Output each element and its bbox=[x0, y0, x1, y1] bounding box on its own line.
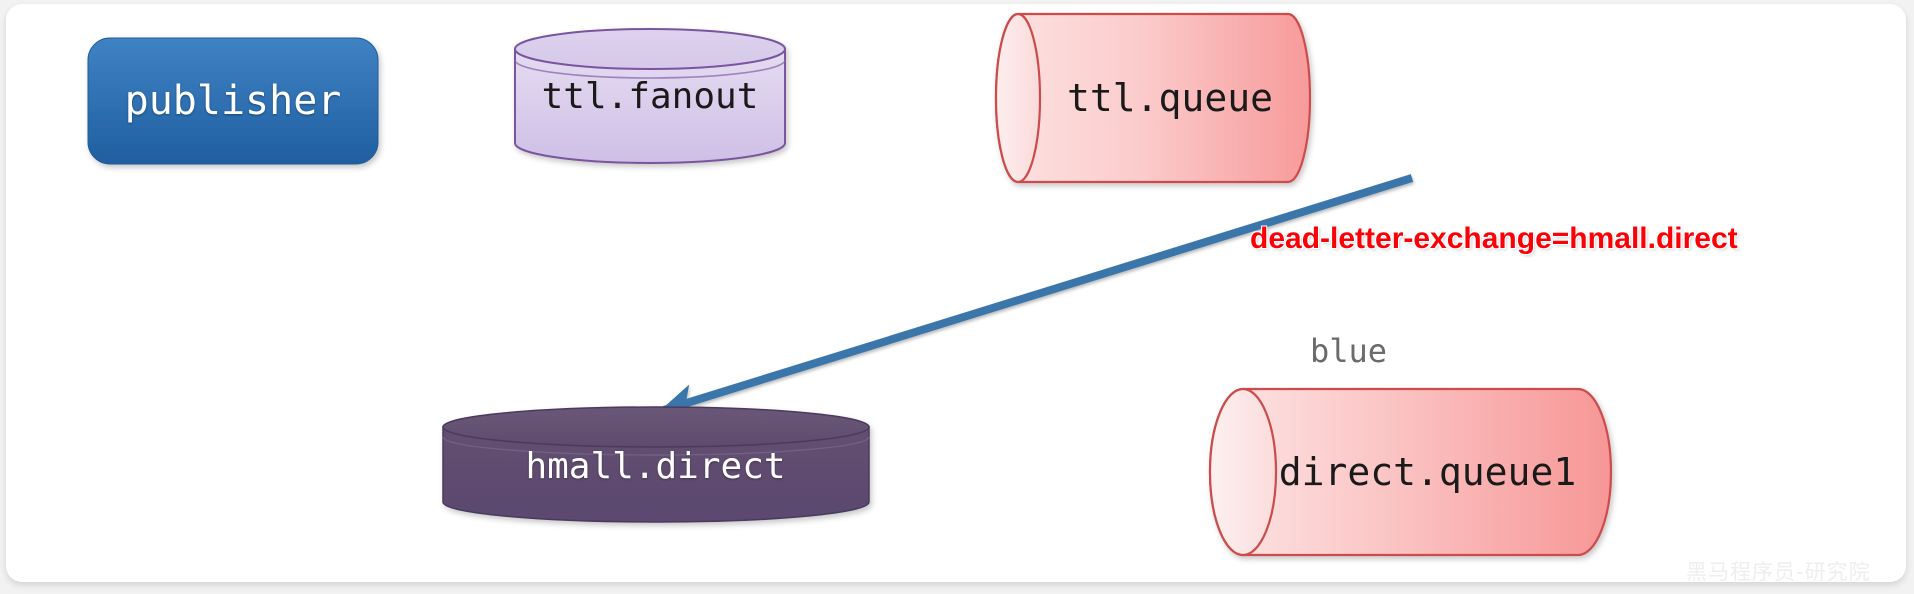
edge-ttlqueue-to-hmalldirect bbox=[659, 174, 1414, 417]
node-direct-queue1[interactable] bbox=[1208, 387, 1613, 557]
annotation-routing-key-blue: blue bbox=[1310, 332, 1388, 370]
node-publisher[interactable] bbox=[87, 37, 379, 165]
node-ttl-fanout[interactable] bbox=[514, 28, 786, 164]
watermark-text: 黑马程序员-研究院 bbox=[1686, 560, 1871, 584]
annotation-dead-letter-exchange: dead-letter-exchange=hmall.direct bbox=[1250, 222, 1738, 255]
node-hmall-direct[interactable] bbox=[442, 406, 870, 523]
node-ttl-queue[interactable] bbox=[994, 12, 1312, 184]
